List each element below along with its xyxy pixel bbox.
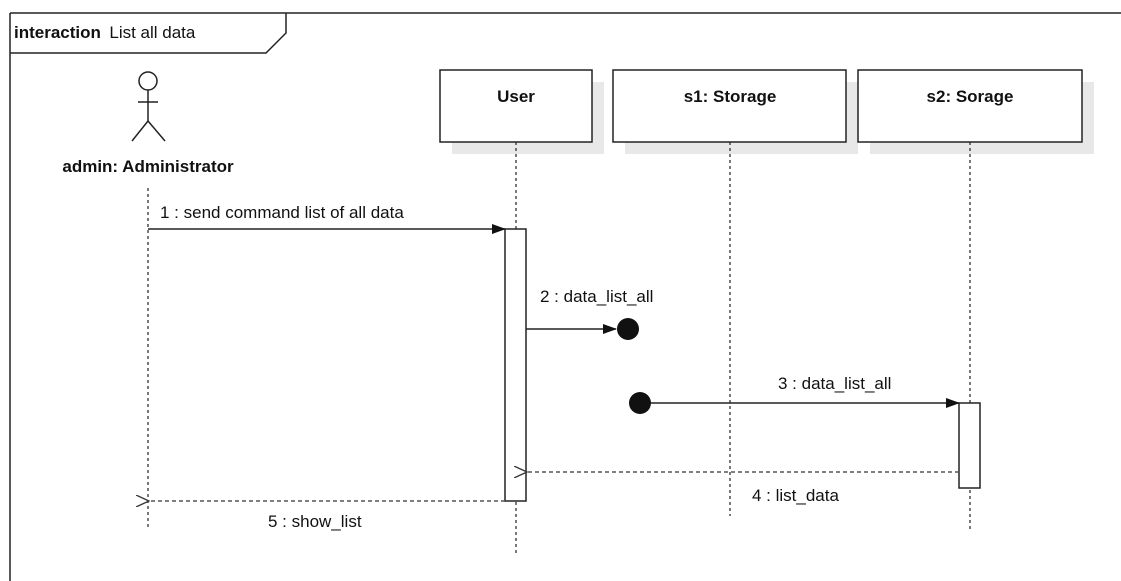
activation-bar-s2: [958, 402, 981, 489]
message-4-label: 4 : list_data: [752, 486, 839, 505]
message-5-label: 5 : show_list: [268, 512, 362, 531]
actor-label: admin: Administrator: [62, 157, 234, 176]
interaction-frame: interaction List all data: [9, 12, 1121, 581]
lost-message-endpoint: [617, 318, 639, 340]
message-4: 4 : list_data: [527, 472, 959, 505]
found-message-origin: [629, 392, 651, 414]
message-2: 2 : data_list_all: [526, 287, 653, 340]
lifeline-head-s2: s2: Sorage: [857, 69, 1094, 154]
activation-bar-user: [504, 228, 527, 502]
stick-figure-icon: [131, 71, 166, 142]
lifeline-label-user: User: [497, 87, 535, 106]
lifeline-head-user: User: [439, 69, 604, 154]
lifeline-head-s1: s1: Storage: [612, 69, 858, 154]
message-3-label: 3 : data_list_all: [778, 374, 891, 393]
message-1: 1 : send command list of all data: [148, 203, 506, 234]
message-2-label: 2 : data_list_all: [540, 287, 653, 306]
message-3: 3 : data_list_all: [629, 374, 960, 414]
message-1-label: 1 : send command list of all data: [160, 203, 404, 222]
frame-title: interaction List all data: [14, 23, 196, 42]
lifeline-label-s2: s2: Sorage: [927, 87, 1014, 106]
lifeline-label-s1: s1: Storage: [684, 87, 777, 106]
actor-administrator: admin: Administrator: [62, 71, 234, 176]
message-5: 5 : show_list: [149, 501, 505, 531]
